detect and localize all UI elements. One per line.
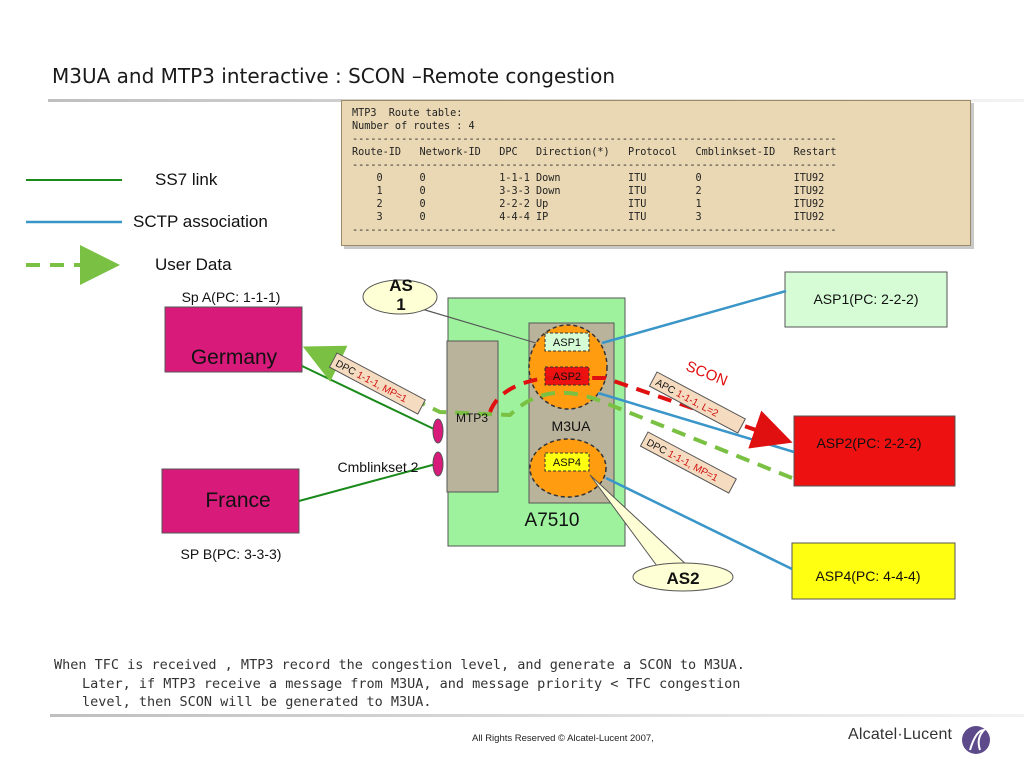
inner-asp2-label: ASP2 (553, 371, 581, 383)
mtp3-box (446, 340, 499, 493)
dpc-right-label: DPC 1-1-1, MP=1 (639, 431, 737, 494)
footer-note-line-1: When TFC is received , MTP3 record the c… (54, 657, 745, 673)
sctp-asp1 (601, 289, 787, 345)
footer-note-line-3: level, then SCON will be generated to M3… (82, 694, 432, 710)
asp2-node-label: ASP2(PC: 2-2-2) (816, 435, 921, 451)
as2-callout (632, 562, 734, 592)
asp2-node (793, 415, 956, 487)
company-logo: Alcatel·Lucent (848, 726, 952, 744)
inner-asp4-box (544, 452, 590, 472)
as1-callout (362, 279, 438, 315)
legend-user-data-label: User Data (155, 255, 232, 274)
ss7-link-france (298, 463, 437, 502)
page-title: M3UA and MTP3 interactive : SCON –Remote… (52, 64, 615, 88)
asp1-node (784, 271, 948, 328)
asp1-node-label: ASP1(PC: 2-2-2) (813, 291, 918, 307)
asp4-node (791, 542, 956, 600)
germany-label: Germany (191, 346, 278, 369)
footer-note: When TFC is received , MTP3 record the c… (54, 656, 954, 712)
inner-asp2-box (544, 366, 590, 386)
route-table-panel: MTP3 Route table: Number of routes : 4 -… (341, 100, 971, 246)
mtp3-label: MTP3 (456, 411, 488, 425)
inner-asp1-label: ASP1 (553, 337, 581, 349)
sp-a-caption: Sp A(PC: 1-1-1) (182, 289, 281, 305)
sp-b-caption: SP B(PC: 3-3-3) (181, 546, 282, 562)
footer-note-line-2: Later, if MTP3 receive a message from M3… (82, 675, 741, 692)
germany-node (164, 306, 303, 373)
france-node (161, 468, 300, 534)
legend-ss7-label: SS7 link (155, 170, 218, 189)
dpc-left-label: DPC 1-1-1, MP=1 (328, 352, 426, 415)
asp4-node-label: ASP4(PC: 4-4-4) (815, 568, 920, 584)
scon-path (488, 376, 793, 449)
alcatel-lucent-logo-icon (962, 726, 990, 754)
france-label: France (205, 489, 270, 512)
inner-asp1-box (544, 332, 590, 352)
m3ua-label: M3UA (552, 418, 592, 434)
logo-text: Alcatel·Lucent (848, 726, 953, 743)
link-connector-france (432, 451, 444, 477)
footer-divider (50, 714, 1024, 717)
as2-label: AS2 (666, 569, 699, 588)
route-table-text: MTP3 Route table: Number of routes : 4 -… (352, 108, 837, 236)
legend-sctp-label: SCTP association (133, 212, 268, 231)
svg-text:DPC 1-1-1, MP=1: DPC 1-1-1, MP=1 (644, 437, 719, 484)
scon-label: SCON (683, 358, 730, 390)
user-data-path (302, 345, 793, 480)
link-connector-germany (432, 418, 444, 444)
a7510-label: A7510 (525, 510, 580, 531)
cmblinkset-label: Cmblinkset 2 (338, 459, 419, 475)
copyright-text: All Rights Reserved © Alcatel-Lucent 200… (472, 733, 654, 744)
sctp-asp4 (605, 476, 793, 571)
inner-asp4-label: ASP4 (553, 457, 581, 469)
